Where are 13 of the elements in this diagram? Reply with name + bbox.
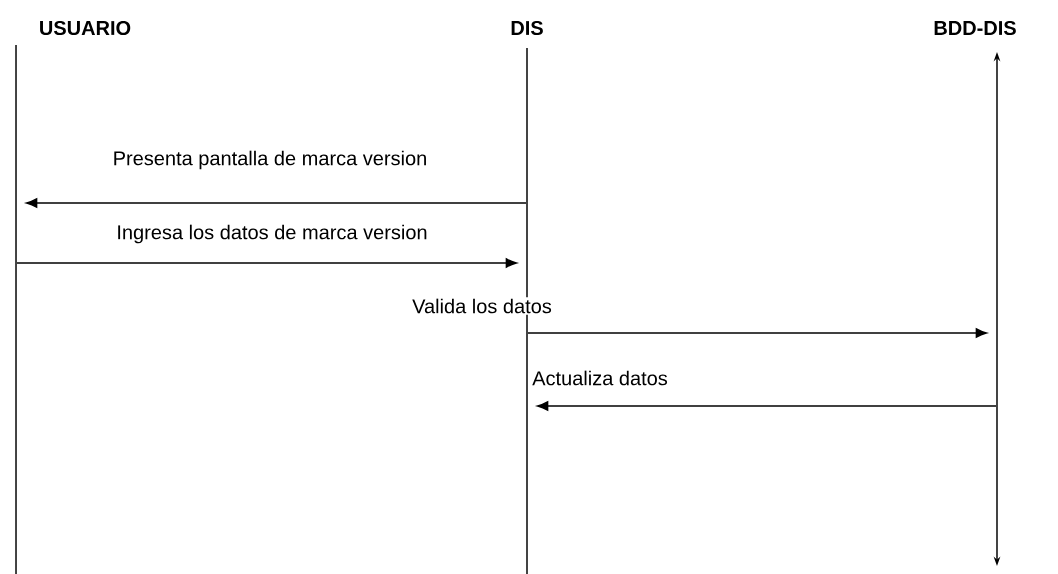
arrow <box>16 258 517 268</box>
participant-label: DIS <box>511 20 543 36</box>
arrow <box>26 198 527 208</box>
lifeline <box>526 47 528 574</box>
arrow <box>527 328 987 338</box>
participant-label: USUARIO <box>40 20 131 36</box>
edge-label: Actualiza datos <box>530 369 670 387</box>
edge-label: Valida los datos <box>410 297 554 315</box>
edge-label: Ingresa los datos de marca version <box>115 223 429 245</box>
edge-label: Presenta pantalla de marca version <box>111 149 429 171</box>
participant-label: BDD-DIS <box>934 20 1016 36</box>
lifeline <box>15 44 17 574</box>
arrow <box>537 401 997 411</box>
